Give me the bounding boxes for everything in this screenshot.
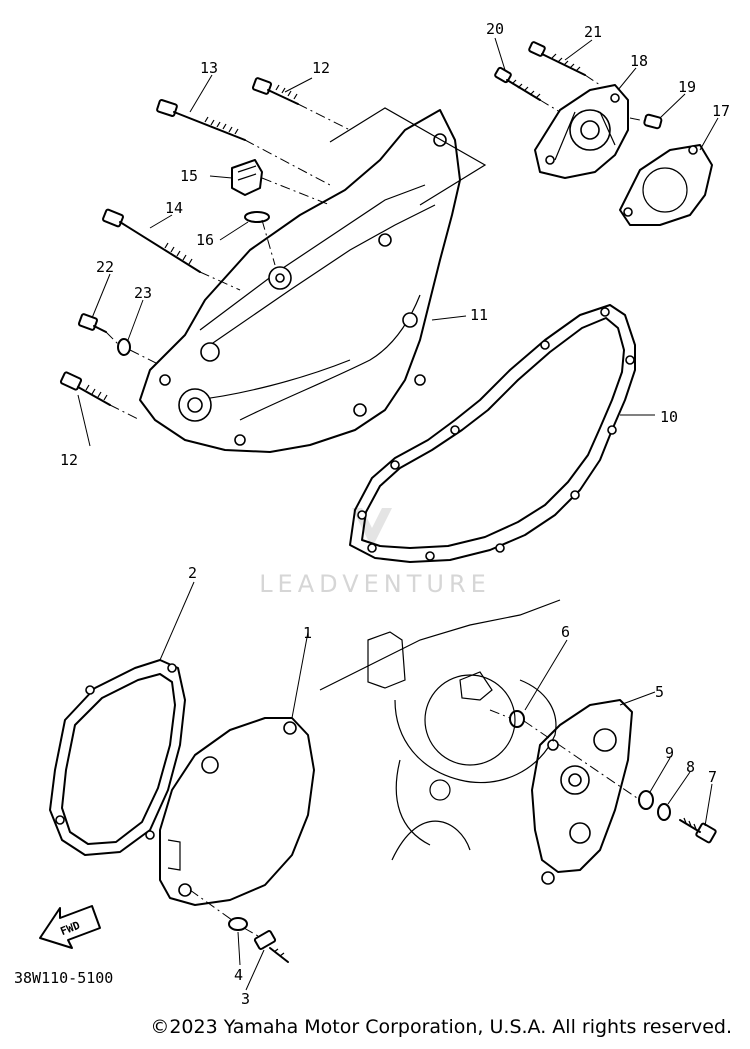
callout-17: 17: [712, 102, 730, 120]
watermark: LEADVENTURE: [259, 508, 491, 598]
callout-20: 20: [486, 20, 504, 38]
drain-washer: [117, 338, 131, 356]
callout-15: 15: [180, 167, 198, 185]
magneto-cover: [159, 717, 315, 906]
pump-bolt-short: [494, 66, 541, 101]
callout-3: 3: [241, 990, 250, 1008]
pump-washer-inner: [657, 803, 671, 821]
crankcase-cover: [139, 109, 461, 453]
callout-7: 7: [708, 768, 717, 786]
diagram-code: 38W110-5100: [14, 969, 113, 987]
water-pump-assembly: [531, 699, 633, 885]
callout-14: 14: [165, 199, 183, 217]
callout-18: 18: [630, 52, 648, 70]
dowel-pin: [643, 113, 663, 130]
leader-lines: [77, 37, 719, 991]
callout-2: 2: [188, 564, 197, 582]
callout-22: 22: [96, 258, 114, 276]
o-ring: [244, 211, 270, 223]
water-pump-gasket: [619, 144, 713, 226]
pump-seal: [509, 710, 525, 728]
cover-bolt-lower: [59, 371, 111, 406]
oil-filler-cap: [231, 159, 263, 196]
engine-block: [319, 599, 561, 861]
callout-4: 4: [234, 966, 243, 984]
magneto-bolt: [253, 930, 289, 963]
callout-5: 5: [655, 683, 664, 701]
cover-bolt-top: [251, 77, 299, 105]
callout-23: 23: [134, 284, 152, 302]
callout-1: 1: [303, 624, 312, 642]
forward-arrow-icon: FWD: [39, 905, 101, 949]
callout-16: 16: [196, 231, 214, 249]
callout-13: 13: [200, 59, 218, 77]
pump-bolt: [679, 817, 717, 844]
magneto-washer: [228, 917, 248, 931]
water-pump-housing: [534, 84, 629, 179]
cover-bolt-long-lower: [102, 208, 201, 273]
copyright-notice: ©2023 Yamaha Motor Corporation, U.S.A. A…: [150, 1016, 732, 1038]
watermark-text: LEADVENTURE: [259, 570, 491, 598]
cover-plate-outline: [329, 107, 487, 206]
cover-gasket: [349, 304, 636, 563]
drain-bolt: [77, 313, 107, 333]
callout-12-top: 12: [312, 59, 330, 77]
callout-21: 21: [584, 23, 602, 41]
callout-numbers: 13 12 20 21 18 19 17 15 16 14 22 23 11 1…: [60, 20, 730, 1008]
pump-bolt-long: [528, 41, 586, 76]
cover-bolt-long-upper: [156, 99, 246, 141]
callout-9: 9: [665, 744, 674, 762]
callout-11: 11: [470, 306, 488, 324]
callout-10: 10: [660, 408, 678, 426]
callout-6: 6: [561, 623, 570, 641]
magneto-cover-gasket: [49, 659, 186, 856]
callout-8: 8: [686, 758, 695, 776]
pump-washer-outer: [638, 790, 654, 810]
callout-12-lower: 12: [60, 451, 78, 469]
callout-19: 19: [678, 78, 696, 96]
